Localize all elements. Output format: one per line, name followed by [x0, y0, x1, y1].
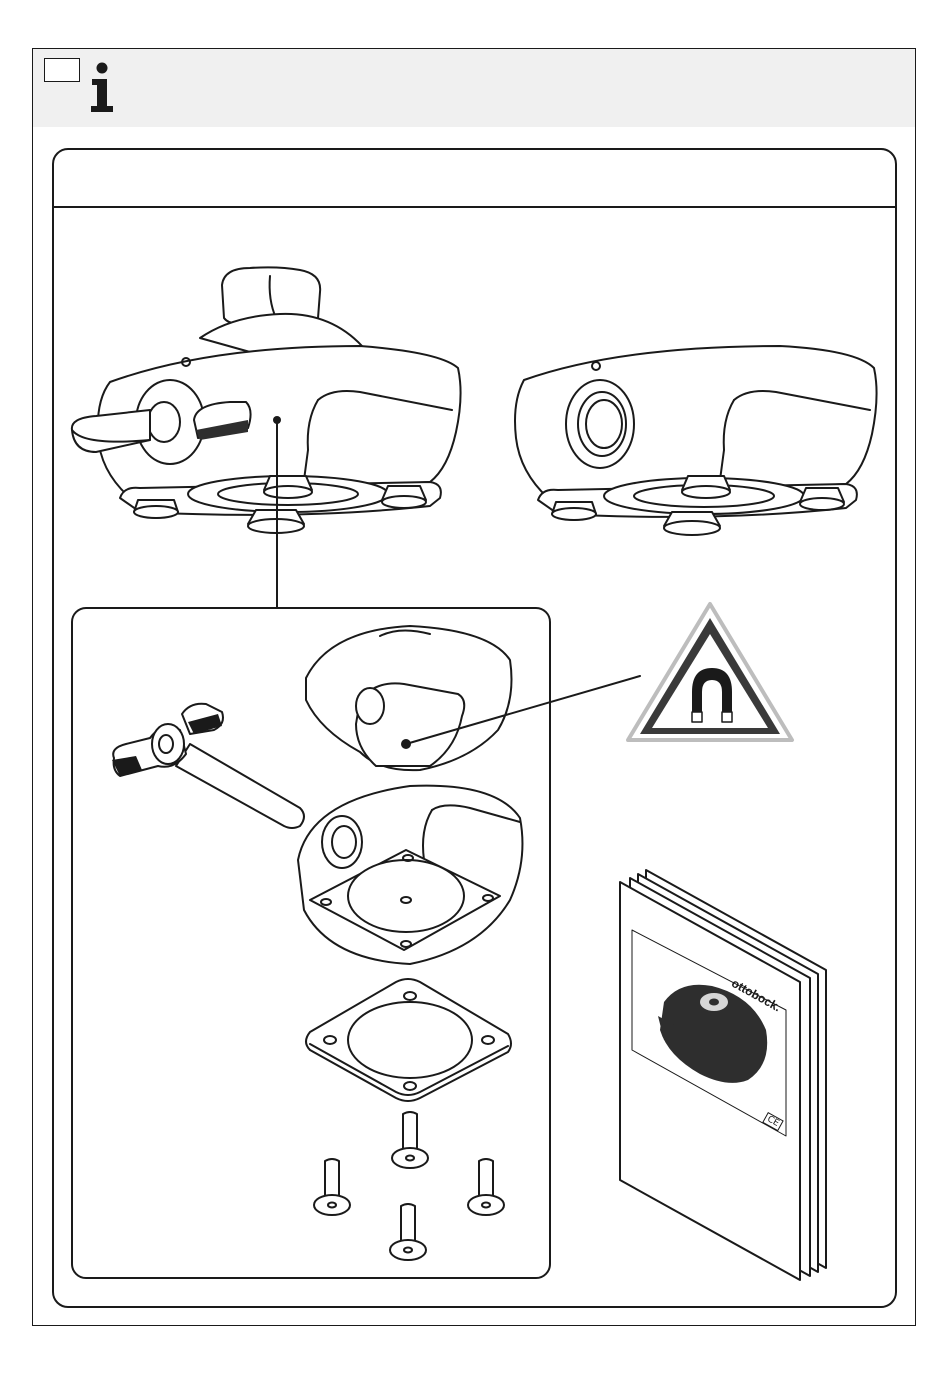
magnetic-field-warning-icon — [628, 604, 792, 740]
socket-housing — [298, 786, 522, 964]
lock-insert — [306, 626, 512, 770]
gasket — [306, 979, 511, 1101]
socket-without-lever-view — [515, 346, 877, 535]
countersunk-screws — [314, 1112, 504, 1260]
instruction-manual — [620, 870, 826, 1280]
locking-lever — [112, 704, 304, 828]
socket-with-lever-view — [72, 267, 461, 533]
